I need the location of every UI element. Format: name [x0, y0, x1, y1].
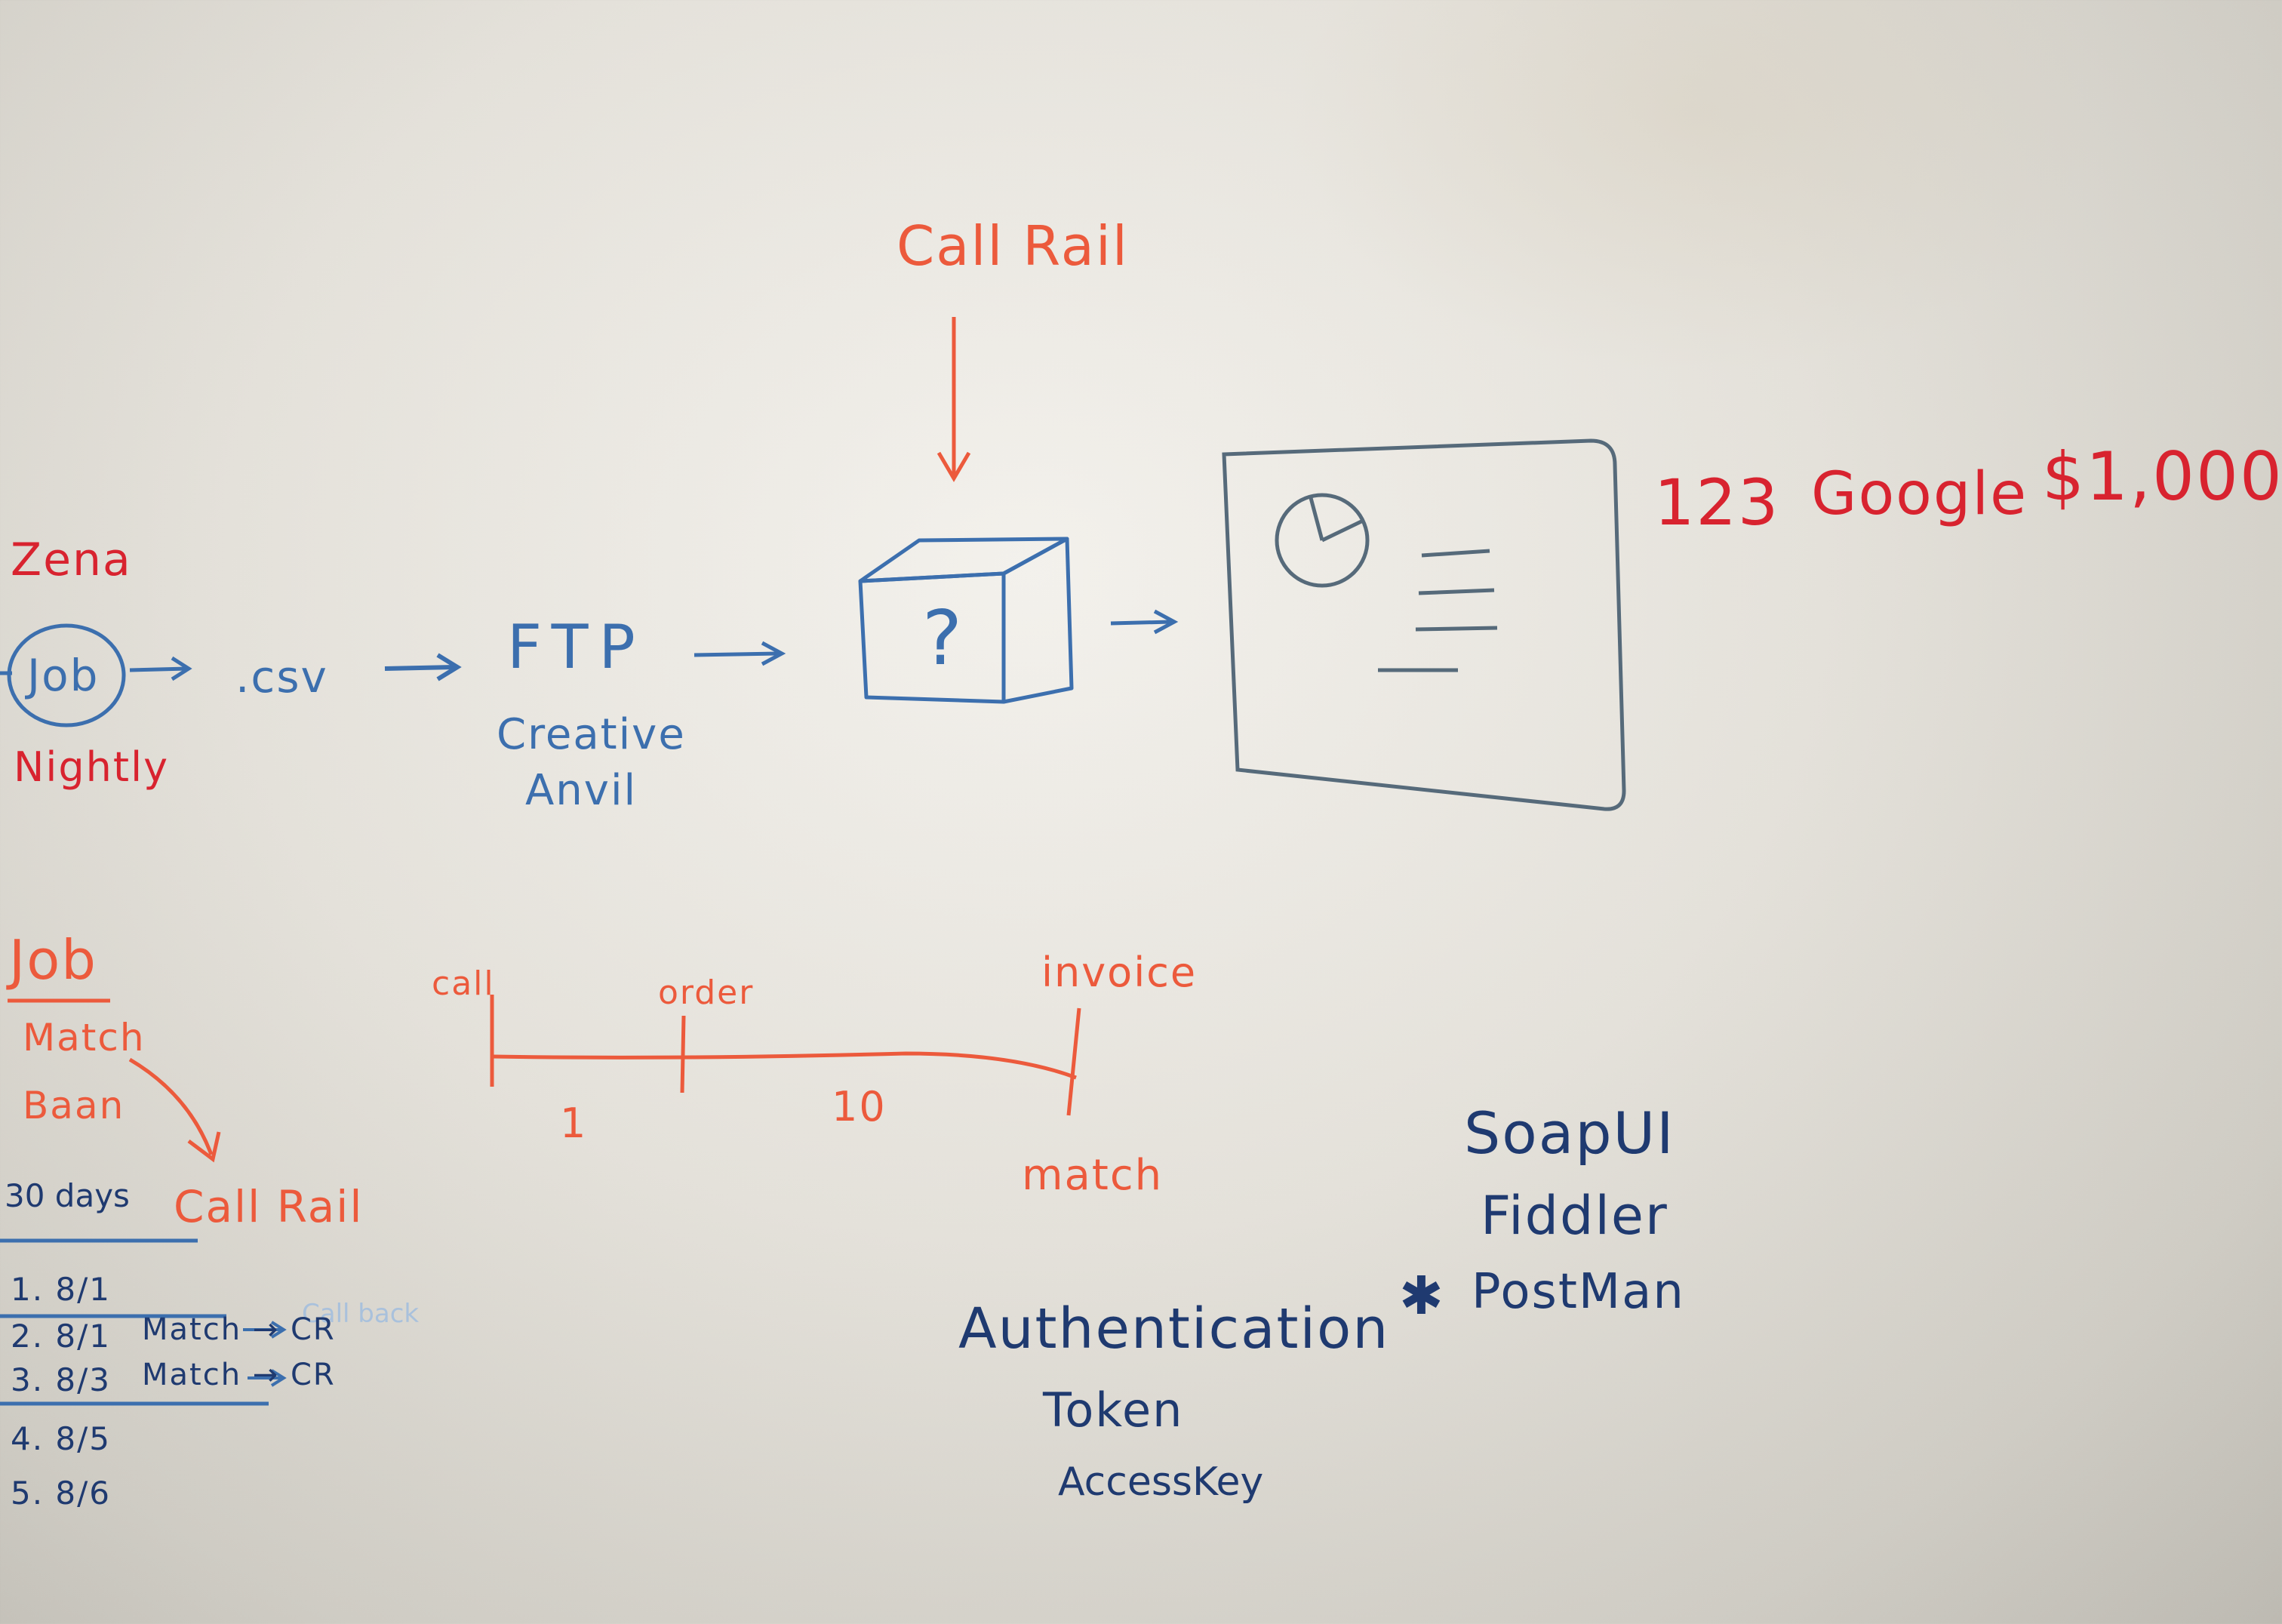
timeline-segment-1: 1	[560, 1100, 588, 1147]
nightly-label: Nightly	[14, 743, 170, 791]
job-notes-row-action: Match → CR	[142, 1358, 336, 1392]
tool-star-icon: ✱	[1399, 1265, 1445, 1327]
csv-node-label: .csv	[235, 651, 328, 703]
zena-label: Zena	[11, 534, 132, 586]
tool-fiddler: Fiddler	[1481, 1185, 1668, 1247]
report-lines	[1378, 549, 1498, 672]
auth-token: Token	[1043, 1383, 1184, 1438]
tool-postman: PostMan	[1472, 1264, 1685, 1320]
arrow-ftp-to-box	[694, 641, 786, 666]
list-separators	[0, 1238, 269, 1406]
black-box-cube	[858, 537, 1074, 704]
timeline-axis	[490, 995, 1081, 1116]
arrow-box-to-report	[1110, 609, 1179, 635]
report-name: Google	[1811, 460, 2028, 528]
list-arrows	[243, 1321, 287, 1387]
tool-soapui: SoapUI	[1464, 1100, 1675, 1167]
timeline-invoice-label: invoice	[1041, 949, 1198, 996]
box-question-mark: ?	[922, 594, 964, 682]
job-circle	[7, 623, 126, 727]
job-notes-window: 30 days	[5, 1177, 130, 1214]
job-node-label: Job	[27, 650, 100, 701]
job-notes-match: Match	[23, 1016, 146, 1060]
job-notes-row: 1. 8/1	[11, 1271, 112, 1308]
job-notes-row: 4. 8/5	[11, 1420, 112, 1457]
job-notes-baan: Baan	[23, 1084, 125, 1127]
callrail-source-label: Call Rail	[896, 214, 1129, 278]
report-screen	[1222, 438, 1626, 811]
auth-title: Authentication	[958, 1296, 1390, 1361]
report-id: 123	[1654, 466, 1780, 540]
timeline-segment-10: 10	[832, 1083, 887, 1130]
arrow-match-to-callrail	[128, 1057, 221, 1163]
ftp-caption-creative: Creative	[497, 710, 686, 759]
ftp-node-label: FTP	[507, 612, 646, 682]
arrow-callrail-down	[936, 317, 971, 482]
job-notes-row: 2. 8/1	[11, 1318, 112, 1355]
job-notes-target: Call Rail	[174, 1181, 364, 1232]
faded-writing: Call back	[302, 1299, 419, 1329]
timeline-match-label: match	[1022, 1151, 1164, 1200]
report-amount: $1,000	[2042, 438, 2282, 515]
job-notes-row-action: Match → CR	[142, 1312, 336, 1347]
job-notes-row: 5. 8/6	[11, 1475, 112, 1512]
job-notes-row: 3. 8/3	[11, 1361, 112, 1398]
arrow-csv-to-ftp	[384, 653, 462, 681]
pie-chart-icon	[1275, 493, 1370, 588]
ftp-caption-anvil: Anvil	[525, 766, 638, 815]
timeline-order-label: order	[658, 973, 755, 1012]
arrow-job-to-csv	[129, 656, 192, 681]
auth-accesskey: AccessKey	[1058, 1459, 1264, 1505]
timeline-call-label: call	[432, 964, 495, 1003]
job-notes-heading: Job	[9, 928, 97, 992]
